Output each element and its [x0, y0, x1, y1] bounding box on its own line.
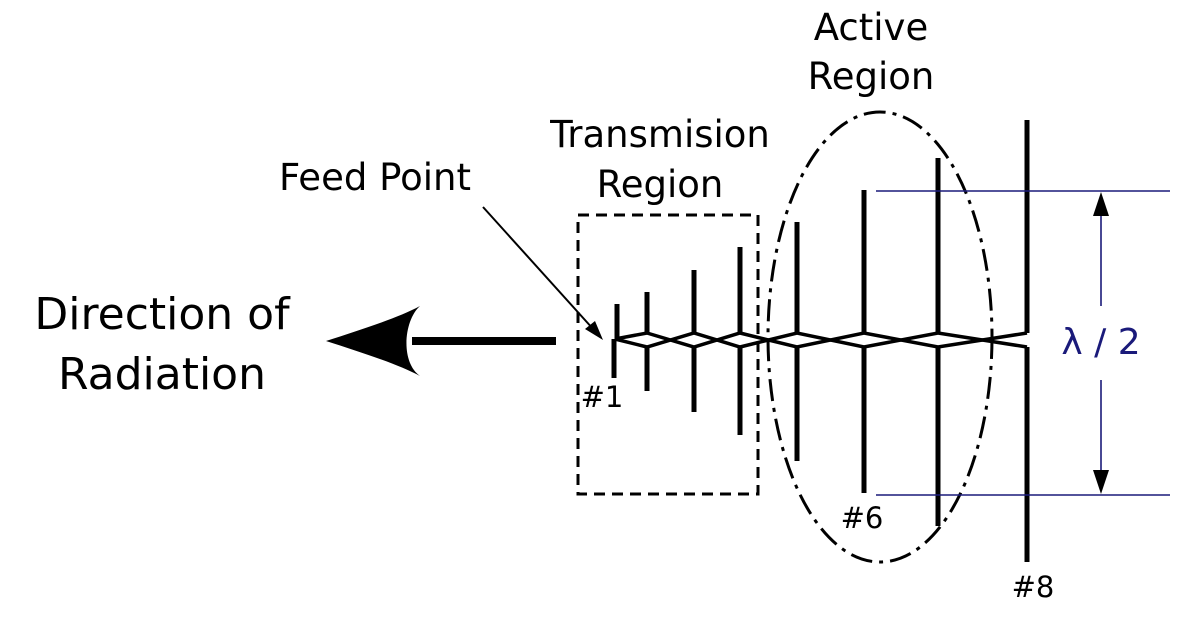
dipole-element-1	[611, 304, 620, 378]
transmission-region-box	[576, 213, 760, 496]
direction-label-line2: Radiation	[58, 349, 266, 400]
feed-point-label: Feed Point	[279, 156, 471, 199]
active-region-label-line1: Active	[814, 6, 928, 49]
element-1-label: #1	[581, 380, 624, 414]
direction-label-line1: Direction of	[34, 289, 291, 340]
feed-point-pointer	[482, 206, 603, 340]
dimension-arrowheads	[1093, 192, 1109, 494]
dipole-elements	[611, 120, 1030, 562]
feed-line-lower	[614, 331, 1028, 349]
element-8-label: #8	[1012, 570, 1055, 604]
radiation-direction-arrow	[326, 306, 556, 376]
half-wavelength-dimension	[876, 190, 1170, 496]
half-wavelength-label: λ / 2	[1061, 322, 1140, 363]
element-6-label: #6	[841, 501, 884, 535]
transmission-region-label-line2: Region	[597, 163, 724, 206]
active-region-label-line2: Region	[808, 55, 935, 98]
feed-line-upper	[614, 331, 1028, 349]
transmission-region-label-line1: Transmision	[549, 113, 770, 156]
